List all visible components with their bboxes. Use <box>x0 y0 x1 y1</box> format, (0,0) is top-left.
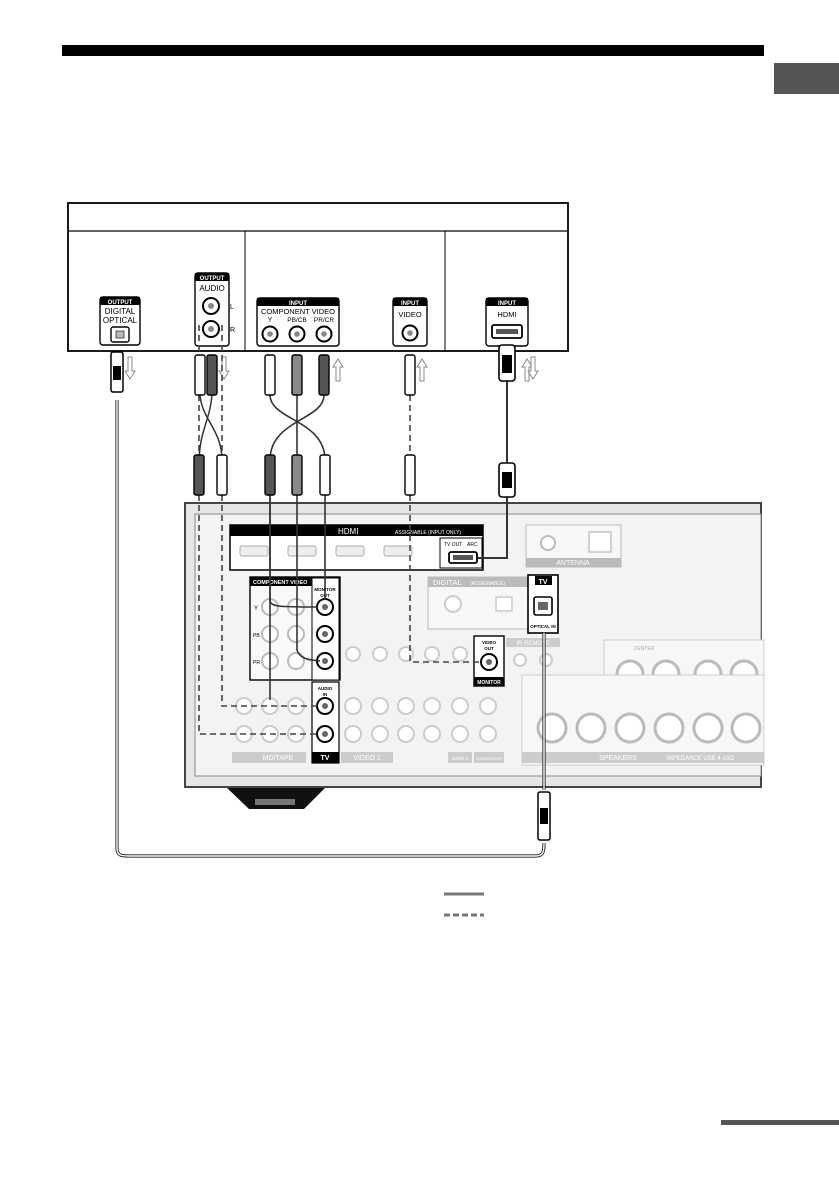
rx-optical-in-label: OPTICAL IN <box>530 624 555 629</box>
arrow-down-icon <box>124 356 136 380</box>
tv-component-label: COMPONENT VIDEO <box>261 307 335 316</box>
rx-comp-pb: PB <box>253 633 260 639</box>
tv-hdmi-input: INPUT HDMI <box>485 297 529 347</box>
tv-video-input: INPUT VIDEO <box>392 297 428 347</box>
arrow-down-icon <box>218 356 230 380</box>
legend <box>444 892 484 917</box>
tv-audio-right-label: R <box>230 327 235 334</box>
header-rule <box>62 45 764 56</box>
tv-video-label: VIDEO <box>398 310 422 319</box>
rx-antenna-label: ANTENNA <box>556 560 590 567</box>
tv-video-header: INPUT <box>401 301 419 307</box>
rx-tv-badge: TV <box>539 579 548 586</box>
tv-optical-line1: DIGITAL <box>105 307 136 316</box>
rx-video-out-2: OUT <box>484 646 494 651</box>
arrow-up-icon <box>416 358 428 382</box>
tv-component-pr-label: PR/CR <box>314 317 335 324</box>
rx-digital-label: DIGITAL <box>433 578 462 587</box>
audio-cable-dashed <box>198 325 317 735</box>
receiver-rear-panel: HDMI ASSIGNABLE (INPUT ONLY) TV OUT ARC … <box>184 502 765 809</box>
tv-component-pb-label: PB/CB <box>287 317 307 324</box>
signal-arrows <box>124 356 539 382</box>
tv-optical-output: OUTPUT DIGITAL OPTICAL <box>99 296 141 346</box>
rx-subwoofer-label: SUBWOOFER <box>476 756 502 761</box>
rx-hdmi-note: ASSIGNABLE (INPUT ONLY) <box>395 530 461 536</box>
tv-audio-left-label: L <box>230 304 234 311</box>
rx-digital-note: (ASSIGNABLE) <box>470 581 505 587</box>
rx-tv-badge-2: TV <box>321 755 330 762</box>
tv-optical-line2: OPTICAL <box>103 316 138 325</box>
rx-speakers-label: SPEAKERS <box>599 755 637 762</box>
tv-component-input: INPUT COMPONENT VIDEO Y PB/CB PR/CR <box>256 297 340 347</box>
cable-plugs <box>110 344 551 841</box>
tv-audio-header: OUTPUT <box>200 276 225 282</box>
rx-hdmi-arc: ARC <box>467 542 478 548</box>
rx-hdmi-tvout: TV OUT <box>444 542 462 548</box>
arrow-down-icon <box>527 356 539 380</box>
arrow-up-icon <box>332 358 344 382</box>
rx-md-tape-label: MD/TAPE <box>263 755 294 762</box>
rx-center-label: CENTER <box>634 646 655 652</box>
section-tab <box>774 63 839 94</box>
tv-hdmi-label: HDMI <box>497 310 516 319</box>
rx-audio-in-1: AUDIO <box>318 686 333 691</box>
rx-comp-pr: PR <box>253 660 260 666</box>
rx-audio-in-2: IN <box>323 692 328 697</box>
rx-component-label: COMPONENT VIDEO <box>253 580 308 586</box>
rx-hdmi-title: HDMI <box>338 527 358 536</box>
rx-zone2-label: ZONE 2 <box>452 756 469 761</box>
arrow-up-icon <box>521 358 533 382</box>
rx-comp-y: Y <box>254 606 258 612</box>
continued-rule <box>721 1120 839 1125</box>
tv-rear-panel: OUTPUT DIGITAL OPTICAL OUTPUT AUDIO L R … <box>67 202 569 352</box>
rx-ir-remote-label: IR REMOTE <box>516 641 549 647</box>
rx-impedance-label: IMPEDANCE USE 4-16Ω <box>666 756 734 762</box>
rx-video1-label: VIDEO 1 <box>353 755 381 762</box>
tv-optical-header: OUTPUT <box>108 300 133 306</box>
tv-audio-output: OUTPUT AUDIO L R <box>194 272 235 347</box>
tv-component-header: INPUT <box>289 301 307 307</box>
video-cable-dashed <box>409 395 481 663</box>
tv-hdmi-header: INPUT <box>498 301 516 307</box>
rx-video-out-1: VIDEO <box>482 640 497 645</box>
tv-component-y-label: Y <box>268 317 273 324</box>
tv-audio-label: AUDIO <box>199 284 224 293</box>
rx-monitor-label: MONITOR <box>477 680 501 686</box>
